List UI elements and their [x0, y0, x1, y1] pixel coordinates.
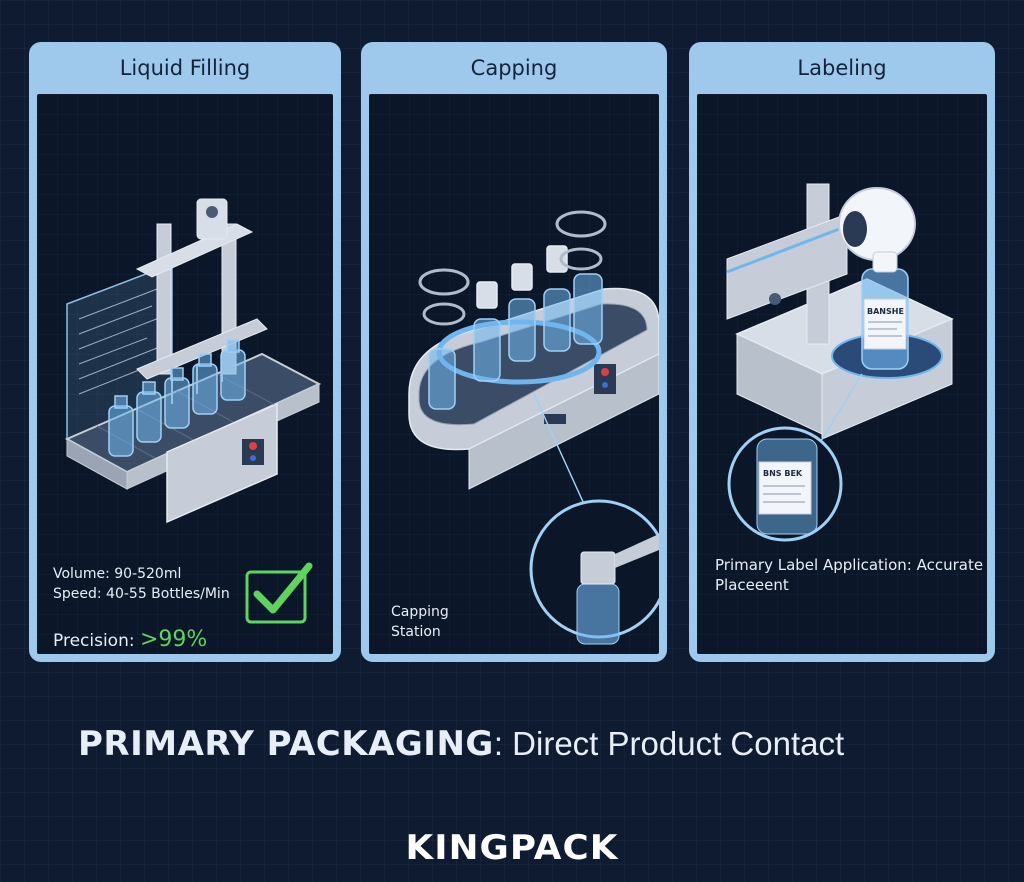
bottles: [108, 339, 246, 457]
capping-label-line2: Station: [391, 624, 441, 640]
panel-body: BANSHE BNS BEK Primary Label Application…: [697, 94, 987, 654]
machine-cabinet: [166, 402, 278, 524]
capping-machine-illustration: [408, 210, 659, 645]
headline-rest: : Direct Product Contact: [493, 725, 845, 762]
red-button: [249, 442, 257, 450]
panel-title: Capping: [470, 56, 558, 80]
bottle-label: [863, 298, 907, 350]
panel-body: Volume: 90-520ml Speed: 40-55 Bottles/Mi…: [37, 94, 333, 654]
red-button: [601, 368, 609, 376]
panel-body: Capping Station: [369, 94, 659, 654]
spec-precision: Precision: >99%: [53, 627, 207, 652]
headline: PRIMARY PACKAGING: Direct Product Contac…: [78, 724, 844, 764]
panel-liquid-filling: Liquid Filling: [29, 42, 341, 662]
filling-machine-illustration: [64, 198, 322, 624]
panel-labeling: Labeling BANSHE: [689, 42, 995, 662]
panel-capping: Capping: [361, 42, 667, 662]
brand-logo: KINGPACK: [405, 828, 619, 868]
bottles: [428, 273, 603, 410]
labeling-desc-line1: Primary Label Application: Accurate: [715, 556, 984, 574]
bottle-label-text: BANSHE: [867, 307, 904, 316]
headline-bold: PRIMARY PACKAGING: [78, 724, 494, 764]
piston-cylinder: [196, 198, 228, 240]
panel-title: Labeling: [797, 56, 887, 80]
capping-heads: [476, 245, 568, 309]
labeling-desc-line2: Placeeent: [715, 576, 789, 594]
spec-volume: Volume: 90-520ml: [53, 566, 182, 582]
capping-label-line1: Capping: [391, 604, 449, 620]
spinning-wheels: [418, 210, 607, 326]
check-box: [245, 570, 307, 624]
check-icon: [253, 562, 313, 614]
zoom-label-text: BNS BEK: [763, 469, 803, 478]
spec-speed: Speed: 40-55 Bottles/Min: [53, 586, 230, 602]
applicator-arm: [726, 213, 848, 320]
precision-value: >99%: [139, 627, 208, 652]
labeling-machine-illustration: BANSHE BNS BEK: [726, 183, 954, 542]
precision-label: Precision:: [53, 631, 140, 651]
panel-title: Liquid Filling: [119, 56, 251, 80]
